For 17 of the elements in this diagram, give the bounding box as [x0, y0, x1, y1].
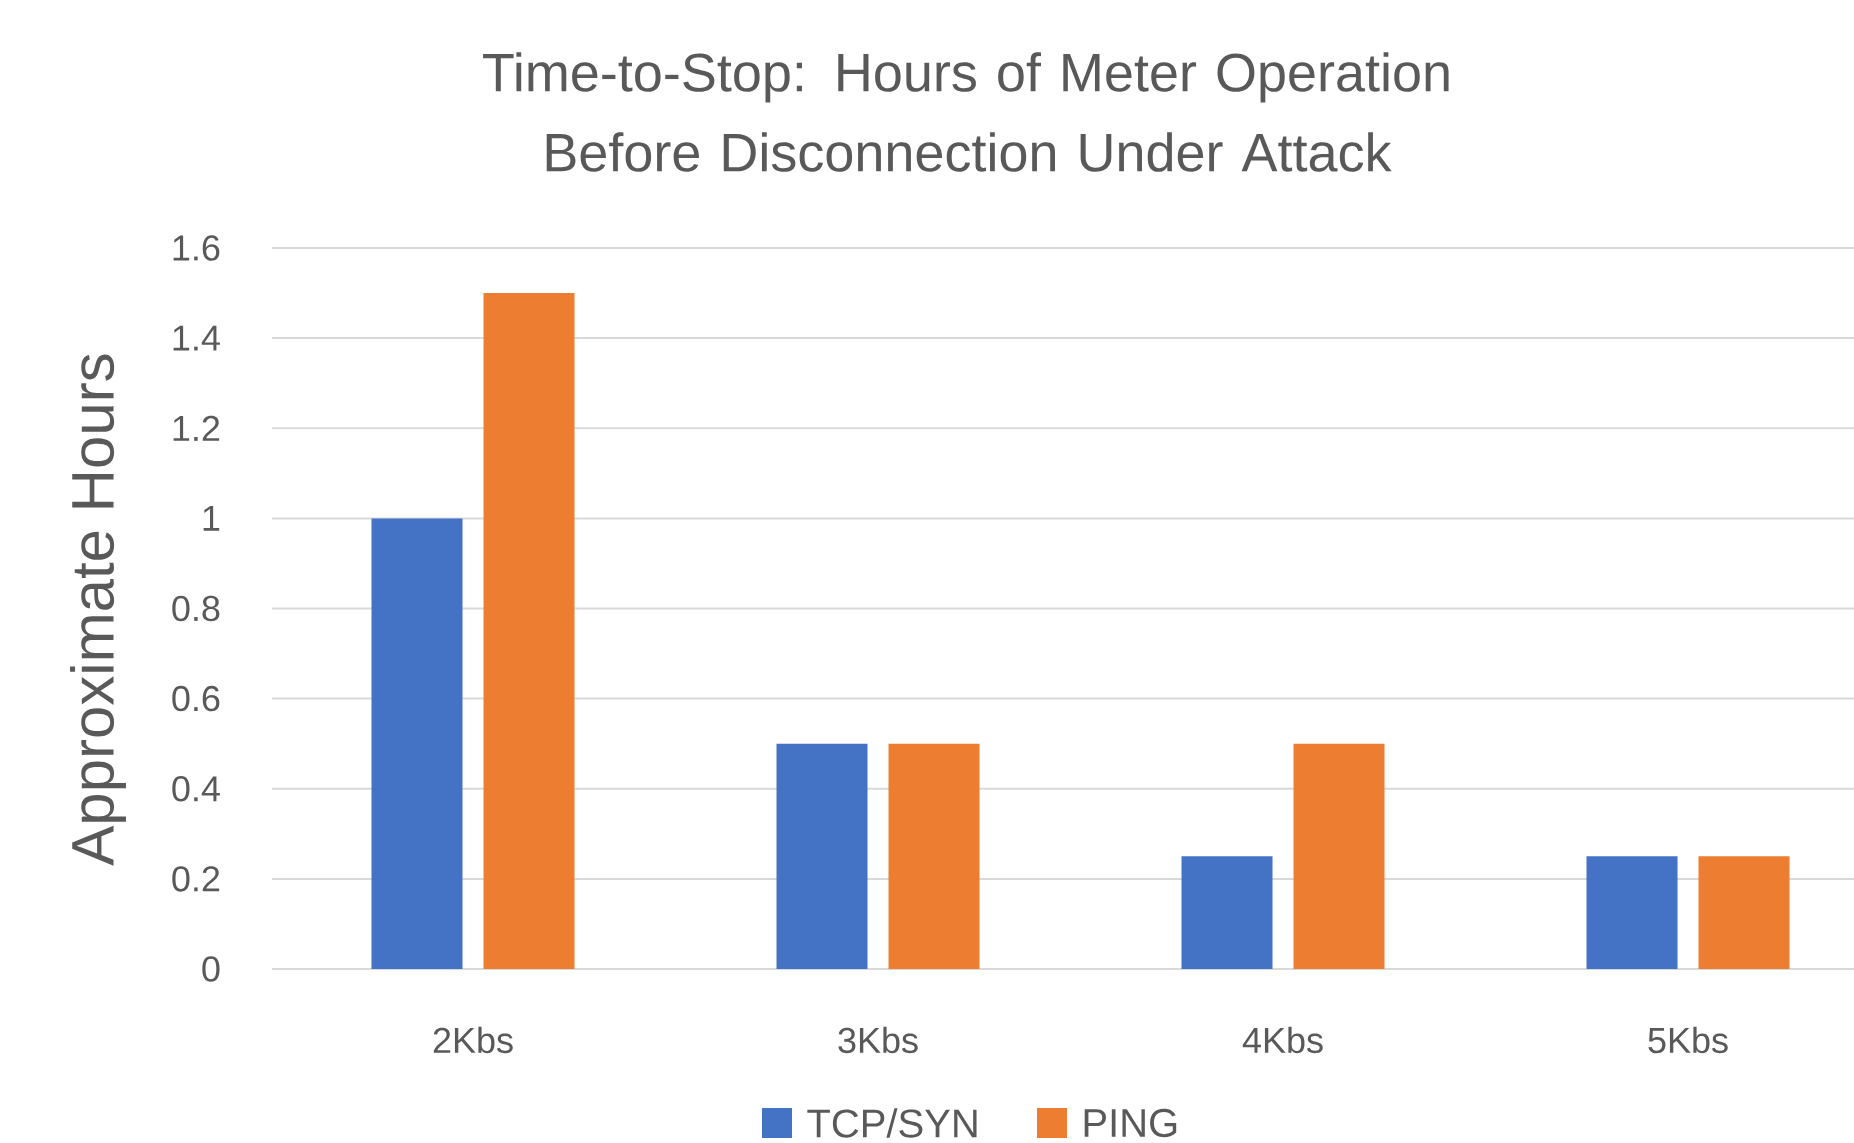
category-label: 2Kbs: [433, 1026, 513, 1054]
legend-label: TCP/SYN: [807, 1108, 977, 1138]
chart-title: Time-to-Stop: Hours of Meter Operation Before Disconnection Under Attack: [483, 52, 1449, 172]
tick-label: 0.8: [172, 595, 220, 622]
tick-label: 1.4: [173, 325, 220, 351]
category-label: 5Kbs: [1648, 1026, 1728, 1054]
category-label: 4Kbs: [1242, 1026, 1323, 1054]
tick-label: 0.2: [172, 866, 220, 892]
legend-label: PING: [1084, 1108, 1177, 1138]
tick-label: 0.6: [172, 685, 220, 712]
tick-label: 0: [202, 956, 220, 982]
tick-label: 1.6: [173, 235, 220, 261]
tick-label: 1: [203, 506, 220, 531]
tick-label: 1.2: [173, 415, 220, 441]
category-label: 3Kbs: [838, 1026, 918, 1054]
axis-title: Approximate Hours: [70, 354, 126, 866]
tick-label: 0.4: [172, 776, 220, 802]
